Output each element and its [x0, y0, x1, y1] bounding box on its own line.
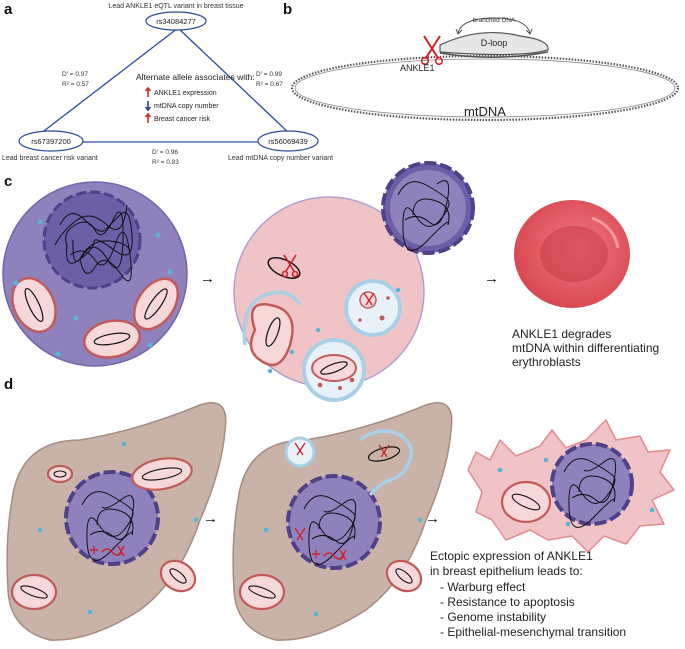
c-caption-line1: ANKLE1 degrades	[512, 327, 611, 341]
epithelial-cell-2	[232, 402, 453, 641]
left-variant-caption: Lead breast cancer risk variant	[2, 155, 98, 162]
branched-arrow	[457, 17, 531, 34]
scissors-icon	[420, 35, 444, 66]
c-caption-line2: mtDNA within differentiating	[512, 341, 659, 355]
arrow-up-icon	[144, 112, 152, 123]
node-left-label: rs67397200	[31, 137, 71, 146]
mtdna-label: mtDNA	[464, 104, 506, 119]
center-title: Alternate allele associates with:	[136, 72, 255, 82]
edge-bottom-dprime: D′ = 0.96	[152, 149, 178, 156]
epithelial-cell-1	[6, 402, 227, 641]
mesenchymal-cell	[467, 419, 675, 553]
association-item-label: Breast cancer risk	[154, 116, 211, 123]
extruded-nucleus	[381, 161, 475, 255]
effect-4: - Epithelial-mesenchymal transition	[440, 625, 626, 639]
dloop	[439, 32, 549, 59]
node-top	[145, 11, 207, 31]
d-caption-line1: Ectopic expression of ANKLE1	[430, 549, 593, 563]
arrow-d2: →	[425, 510, 440, 527]
erythroblast-cell	[2, 181, 188, 367]
panel-label-d: d	[4, 376, 13, 393]
c-caption-line3: erythroblasts	[512, 355, 581, 369]
differentiating-cell	[233, 196, 425, 402]
panel-label-c: c	[4, 173, 12, 190]
d-caption-line2: in breast epithelium leads to:	[430, 564, 583, 578]
effect-3: - Genome instability	[440, 610, 546, 624]
node-right-label: rs56069439	[268, 137, 308, 146]
arrow-up-icon	[144, 86, 152, 97]
edge-right-dprime: D′ = 0.99	[256, 71, 282, 78]
arrow-c1: →	[200, 270, 215, 287]
node-left	[18, 130, 84, 152]
right-variant-caption: Lead mtDNA copy number variant	[228, 155, 333, 162]
red-blood-cell	[514, 200, 630, 308]
panel-label-b: b	[283, 1, 292, 18]
edge-right-rsq: R² = 0.67	[256, 81, 283, 88]
edge-left-dprime: D′ = 0.97	[62, 71, 88, 78]
association-item-label: mtDNA copy number	[154, 103, 219, 110]
association-item-label: ANKLE1 expression	[154, 90, 217, 97]
dloop-label: D-loop	[481, 38, 508, 48]
mtdna-circle	[290, 54, 680, 122]
ankle1-label: ANKLE1	[400, 63, 435, 73]
node-right	[257, 130, 319, 152]
effect-1: - Warburg effect	[440, 580, 526, 594]
edge-bottom-rsq: R² = 0.83	[152, 159, 179, 166]
branched-dna-label: branched DNA	[473, 17, 516, 24]
arrow-down-icon	[144, 101, 152, 112]
arrow-d1: →	[203, 510, 218, 527]
panel-label-a: a	[4, 1, 13, 18]
edge-left-rsq: R² = 0.57	[62, 81, 89, 88]
association-list: ANKLE1 expression mtDNA copy numberBreast…	[144, 86, 219, 123]
node-top-label: rs34084277	[156, 17, 196, 26]
top-variant-caption: Lead ANKLE1 eQTL variant in breast tissu…	[108, 3, 243, 10]
effect-2: - Resistance to apoptosis	[440, 595, 575, 609]
arrow-c2: →	[484, 270, 499, 287]
